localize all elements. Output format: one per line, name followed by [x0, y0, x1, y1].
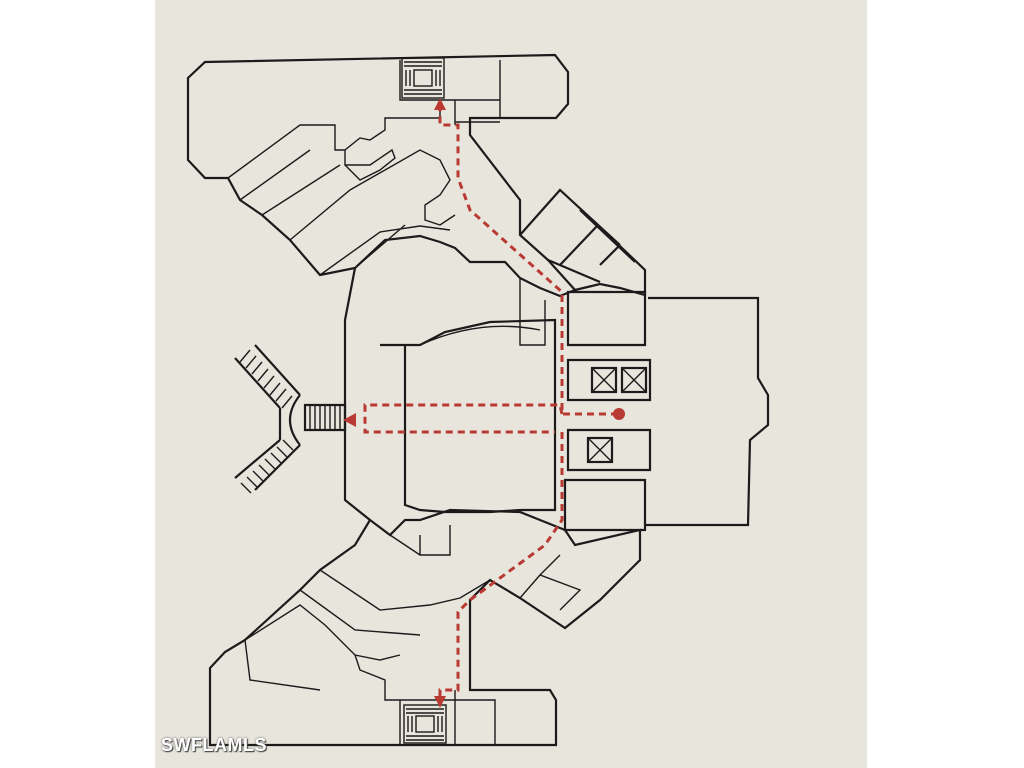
- center-block: [343, 267, 770, 532]
- route-arrow-up: [434, 98, 446, 110]
- top-wing-outline: [186, 53, 577, 298]
- evacuation-route: [343, 98, 625, 708]
- right-annex: [645, 296, 770, 527]
- route-to-top-stair: [438, 108, 618, 416]
- top-wing: [186, 53, 647, 298]
- core-walls: [563, 290, 652, 532]
- bottom-stair: [403, 704, 447, 744]
- watermark: SWFLAMLS: [161, 735, 267, 755]
- route-to-left-exit: [363, 403, 564, 434]
- elevators: [586, 366, 648, 464]
- bottom-wing: [208, 508, 642, 747]
- corridor-lines: [519, 278, 556, 346]
- top-stair: [401, 57, 445, 99]
- top-right-rooms: [519, 188, 647, 297]
- bottom-wing-rooms: [244, 525, 582, 745]
- auditorium-curve: [419, 325, 541, 346]
- route-arrow-down: [434, 696, 446, 708]
- paper-sheet: [155, 0, 867, 768]
- route-arrow-left: [343, 413, 356, 427]
- top-wing-rooms: [227, 60, 501, 276]
- entrance-stairs: [234, 344, 347, 494]
- left-corridor-wall: [343, 267, 371, 521]
- bottom-wing-outline: [208, 508, 642, 747]
- auditorium-outline: [380, 318, 557, 514]
- route-to-bottom-stair: [438, 432, 564, 700]
- you-are-here-marker: [613, 408, 625, 420]
